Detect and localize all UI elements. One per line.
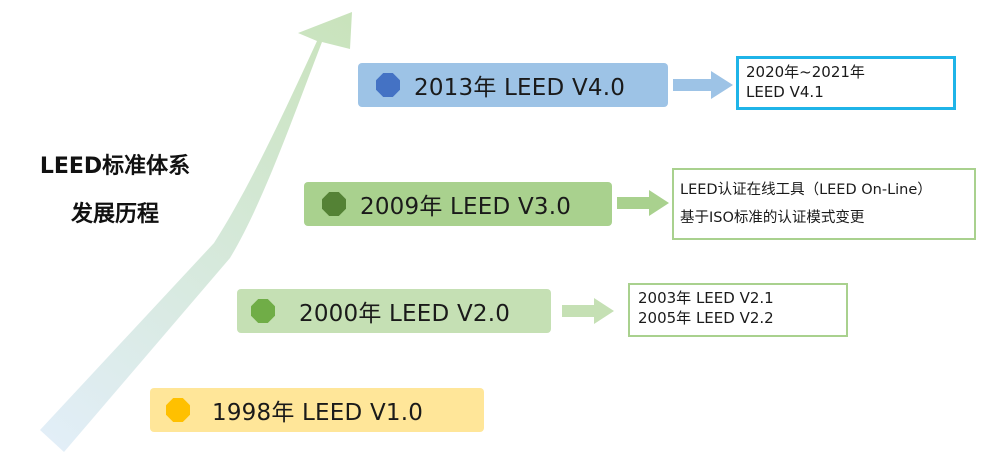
note-v4: 2020年~2021年 LEED V4.1 [736,56,956,110]
octagon-marker-icon [251,299,275,323]
diagram-title-line2: 发展历程 [70,202,159,227]
arrow-right-icon [673,71,733,99]
note-v3: LEED认证在线工具（LEED On-Line） 基于ISO标准的认证模式变更 [672,168,976,240]
octagon-marker-icon [322,192,346,216]
octagon-marker-icon [376,73,400,97]
arrow-right-icon [562,298,614,324]
note-line: 基于ISO标准的认证模式变更 [680,210,865,226]
diagram-title-line1: LEED标准体系 [39,154,191,179]
milestone-label: 2013年 LEED V4.0 [414,75,626,101]
note-line: 2005年 LEED V2.2 [638,309,774,327]
milestone-v2: 2000年 LEED V2.0 [237,289,551,333]
note-line: 2003年 LEED V2.1 [638,289,774,307]
note-line: LEED V4.1 [746,83,824,101]
note-line: 2020年~2021年 [746,63,865,81]
growth-arrow-shape [40,12,352,452]
milestone-v3: 2009年 LEED V3.0 [304,182,612,226]
arrow-right-icon [617,190,669,216]
milestone-label: 1998年 LEED V1.0 [212,400,424,426]
note-line: LEED认证在线工具（LEED On-Line） [680,182,932,198]
milestone-v4: 2013年 LEED V4.0 [358,63,668,107]
milestone-label: 2009年 LEED V3.0 [360,194,572,220]
milestone-label: 2000年 LEED V2.0 [299,301,511,327]
octagon-marker-icon [166,398,190,422]
milestone-v1: 1998年 LEED V1.0 [150,388,484,432]
note-v2: 2003年 LEED V2.1 2005年 LEED V2.2 [628,283,848,337]
